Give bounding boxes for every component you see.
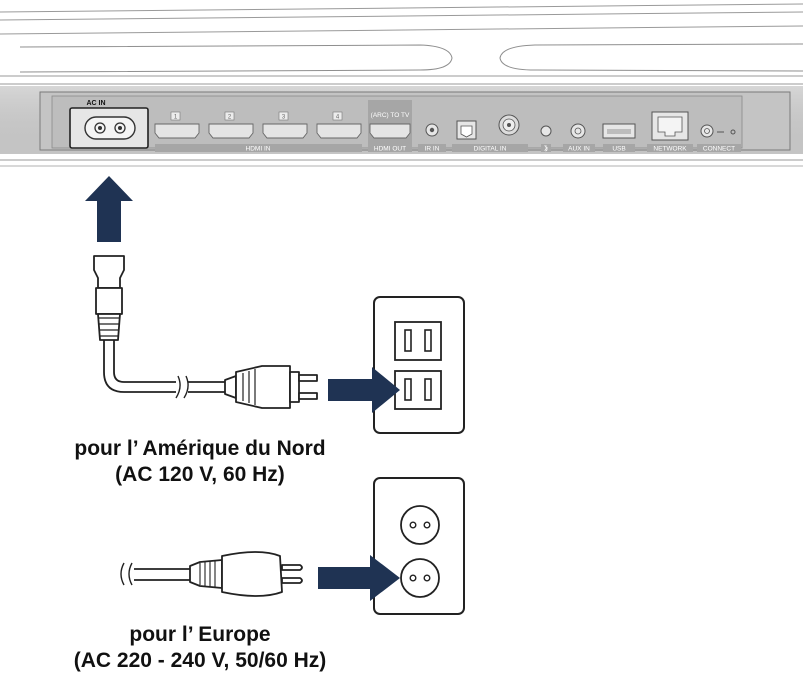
hdmi-port-number: 4 xyxy=(336,115,340,121)
bluetooth-icon xyxy=(540,125,552,152)
caption-europe-line2: (AC 220 - 240 V, 50/60 Hz) xyxy=(73,649,327,672)
digital-in-ports: DIGITAL IN xyxy=(452,114,528,153)
ac-in-port: AC IN xyxy=(69,100,149,149)
hdmi-port-1: 1 xyxy=(154,111,200,139)
hdmi-out-port: (ARC) TO TV HDMI OUT xyxy=(368,100,412,153)
caption-north-america: pour l’ Amérique du Nord (AC 120 V, 60 H… xyxy=(20,436,380,488)
power-cord-europe xyxy=(120,551,303,597)
arrow-up-icon xyxy=(85,176,133,242)
aux-in-label: AUX IN xyxy=(568,146,590,153)
aux-in-port: AUX IN xyxy=(563,123,595,153)
outlet-north-america xyxy=(373,296,465,434)
arrow-right-icon xyxy=(318,555,400,601)
soundbar-rear-panel: AC IN 1 2 3 xyxy=(0,3,803,167)
caption-europe: pour l’ Europe (AC 220 - 240 V, 50/60 Hz… xyxy=(20,622,380,674)
hdmi-in-ports: 1 2 3 4 HDMI IN xyxy=(154,111,362,153)
caption-north-america-line2: (AC 120 V, 60 Hz) xyxy=(115,463,285,486)
hdmi-in-label: HDMI IN xyxy=(246,146,271,153)
ac-in-label: AC IN xyxy=(86,100,105,107)
caption-north-america-line1: pour l’ Amérique du Nord xyxy=(74,437,326,460)
caption-europe-line1: pour l’ Europe xyxy=(129,623,271,646)
hdmi-port-3: 3 xyxy=(262,111,308,139)
hdmi-port-number: 3 xyxy=(282,115,286,121)
network-label: NETWORK xyxy=(653,146,687,153)
hdmi-port-4: 4 xyxy=(316,111,362,139)
hdmi-out-label: HDMI OUT xyxy=(374,146,406,153)
hdmi-port-2: 2 xyxy=(208,111,254,139)
hdmi-port-number: 2 xyxy=(228,115,232,121)
ir-in-label: IR IN xyxy=(425,146,440,153)
ir-in-port: IR IN xyxy=(418,123,446,153)
arrow-right-icon xyxy=(328,367,400,413)
digital-in-label: DIGITAL IN xyxy=(474,146,507,153)
outlet-europe xyxy=(373,477,465,615)
arc-label: (ARC) TO TV xyxy=(371,112,410,119)
connect-label: CONNECT xyxy=(703,146,735,153)
power-cord-north-america xyxy=(93,255,318,409)
usb-port: USB xyxy=(602,123,636,153)
usb-label: USB xyxy=(612,146,625,153)
hdmi-port-number: 1 xyxy=(174,115,178,121)
network-port: NETWORK xyxy=(647,111,693,153)
connect-button: CONNECT xyxy=(697,124,741,153)
